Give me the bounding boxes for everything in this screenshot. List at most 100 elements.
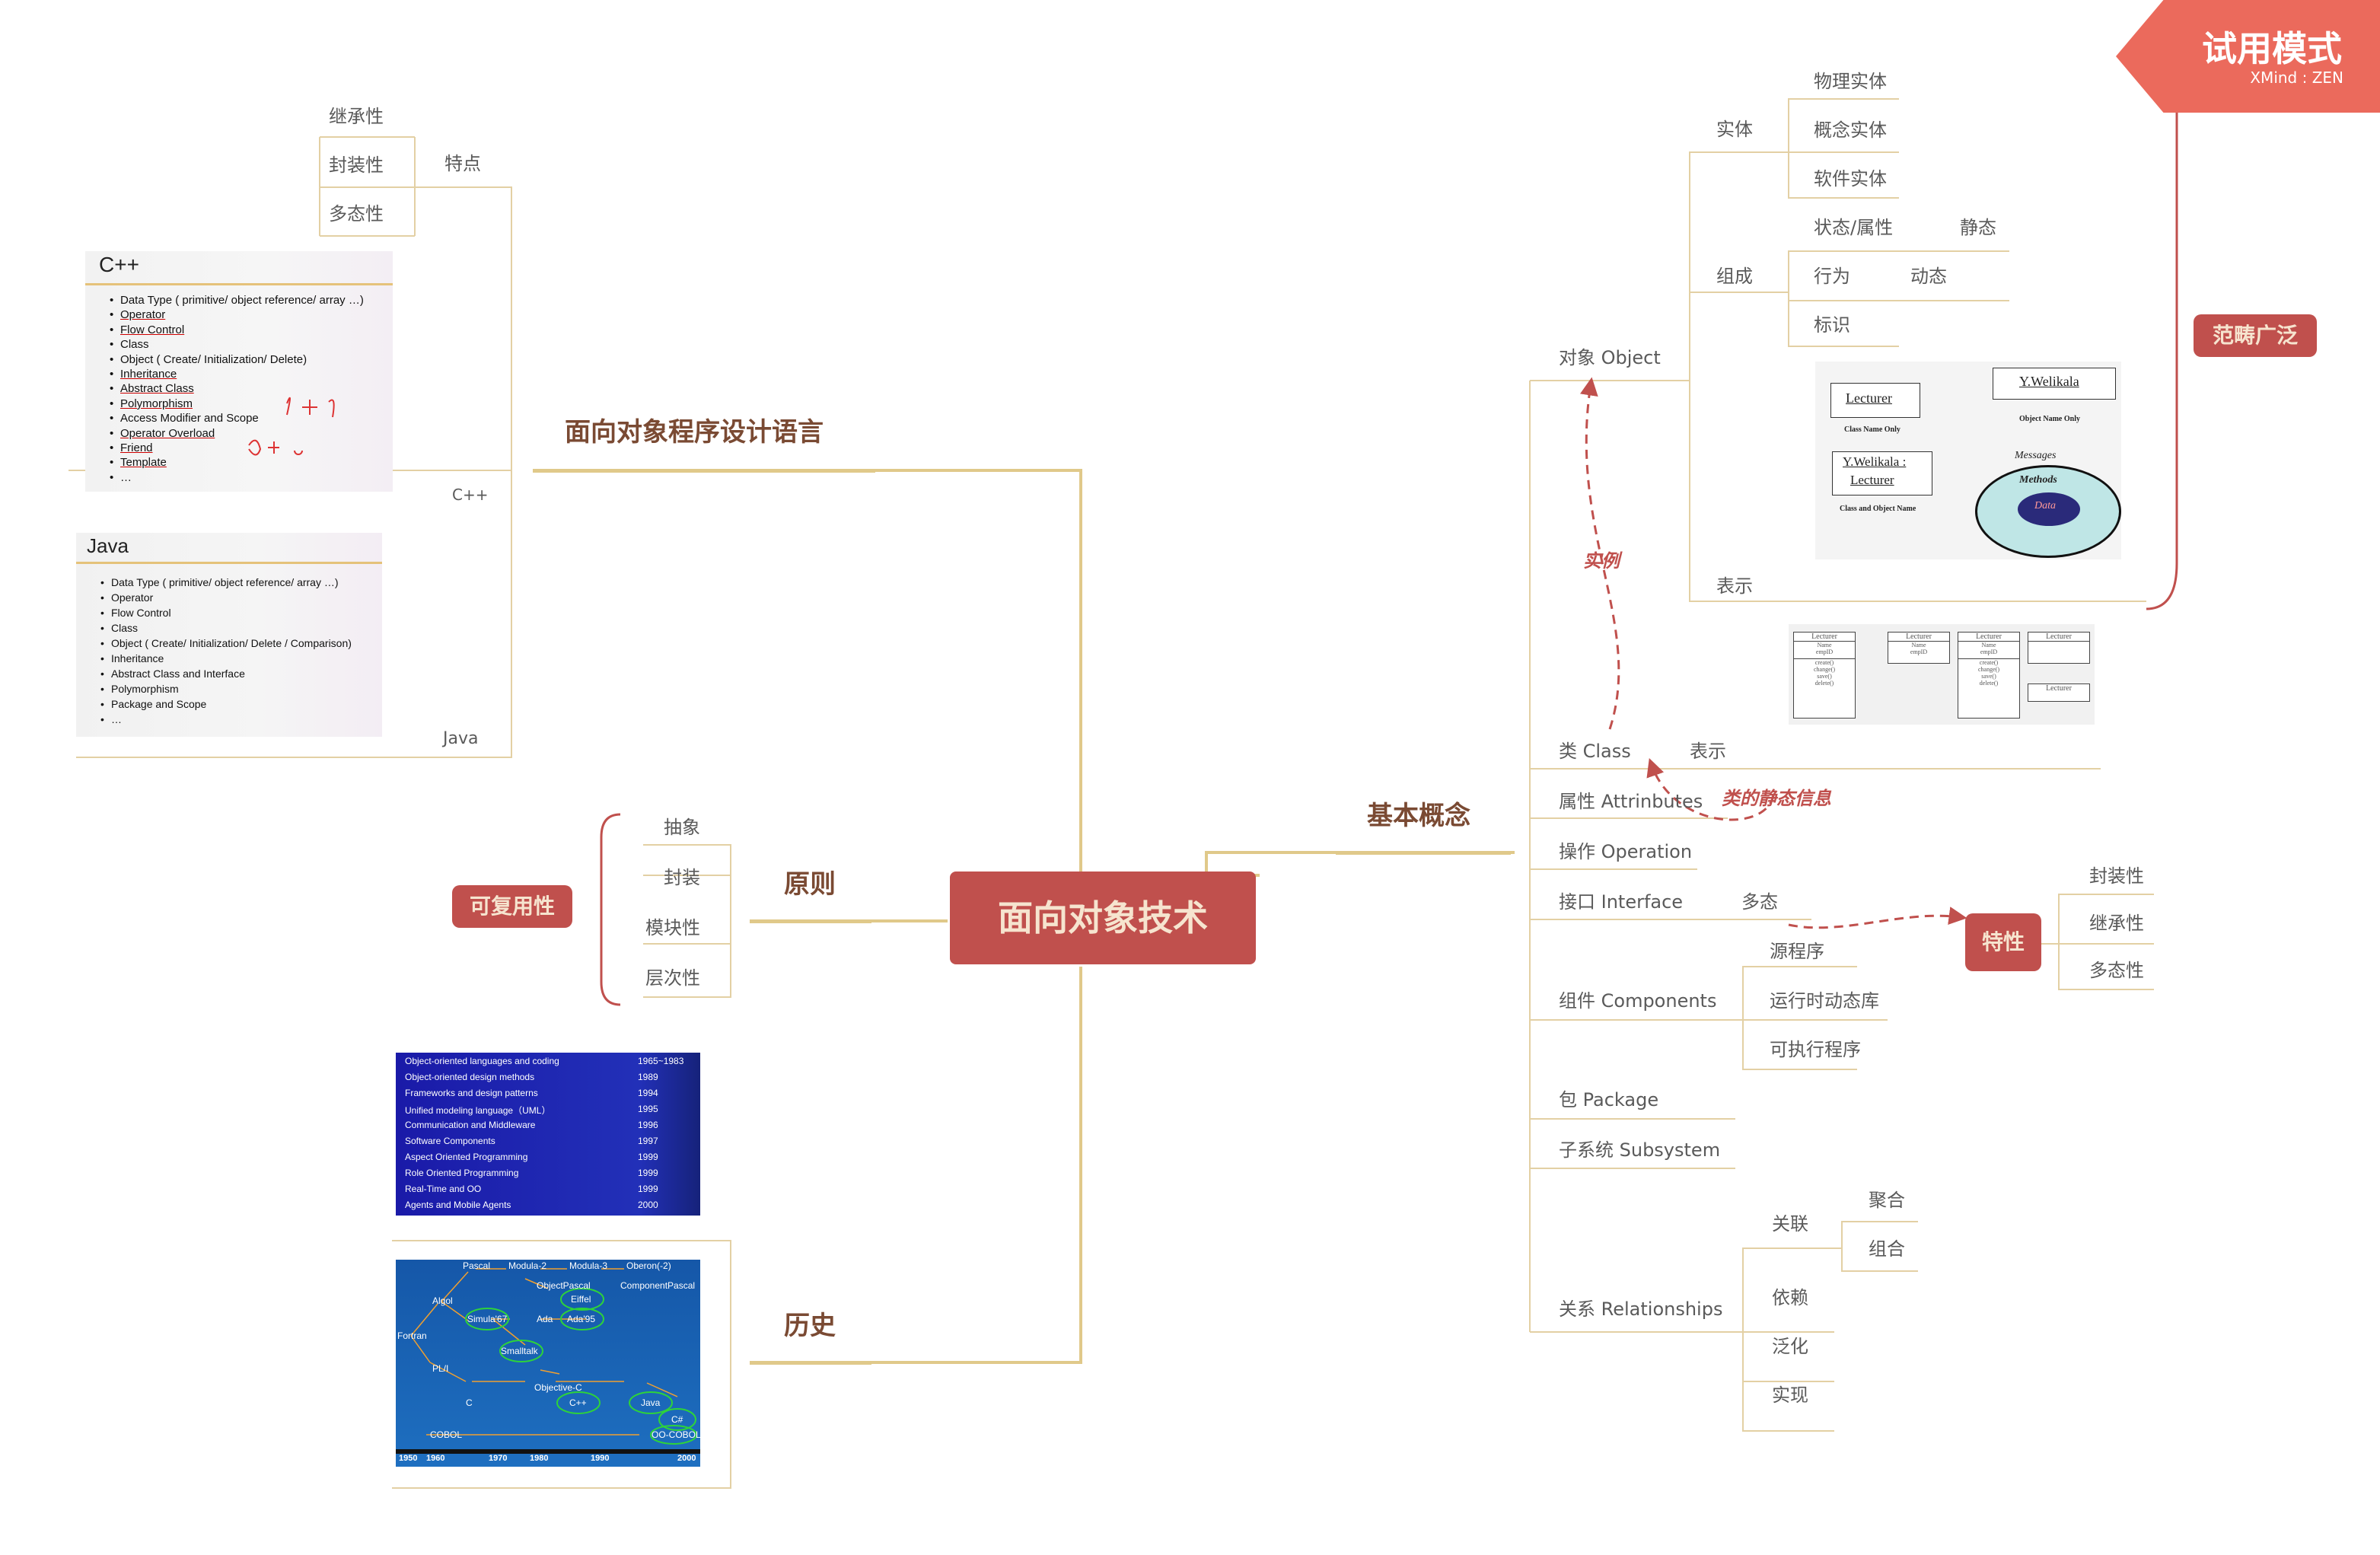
lang-node: Java <box>641 1397 661 1408</box>
timeline-row-label: Frameworks and design patterns <box>405 1088 538 1098</box>
reusability-tag[interactable]: 可复用性 <box>452 885 572 928</box>
composition-identity[interactable]: 标识 <box>1814 314 1850 336</box>
topic-principle[interactable]: 原则 <box>784 869 836 900</box>
uml-class-attr: Name <box>1981 642 1996 648</box>
uml-class-attr: empID <box>1980 648 1998 655</box>
relation-dependency[interactable]: 依赖 <box>1772 1287 1808 1308</box>
composition-behavior-note[interactable]: 动态 <box>1910 266 1947 287</box>
trait-encapsulation[interactable]: 封装性 <box>2089 865 2144 887</box>
component-executable[interactable]: 可执行程序 <box>1770 1039 1861 1060</box>
uml-data-label: Data <box>2034 500 2056 511</box>
timeline-row-label: Aspect Oriented Programming <box>405 1152 528 1162</box>
list-item: Package and Scope <box>100 696 352 712</box>
uml-box3-text-a: Y.Welikala : <box>1843 454 1907 469</box>
java-slide-title: Java <box>87 534 129 557</box>
timeline-row-label: Software Components <box>405 1136 495 1146</box>
relation-composition[interactable]: 组合 <box>1869 1238 1905 1260</box>
year-tick: 1980 <box>530 1454 548 1463</box>
timeline-row-year: 1999 <box>638 1168 658 1178</box>
instance-relation-label[interactable]: 实例 <box>1583 550 1620 572</box>
composition-state[interactable]: 状态/属性 <box>1814 217 1894 238</box>
lang-node: C <box>466 1397 473 1408</box>
java-slide-image[interactable]: Java Data Type ( primitive/ object refer… <box>76 533 382 737</box>
feature-polymorphism[interactable]: 多态性 <box>329 203 384 225</box>
topic-subsystem[interactable]: 子系统 Subsystem <box>1559 1139 1721 1161</box>
uml-class-op: delete() <box>1814 680 1834 687</box>
principle-modularity[interactable]: 模块性 <box>645 917 700 938</box>
uml-class-op: create() <box>1979 659 1999 666</box>
timeline-row-year: 1965~1983 <box>638 1056 684 1066</box>
static-info-relation-label[interactable]: 类的静态信息 <box>1722 788 1831 809</box>
uml-caption2: Object Name Only <box>2019 415 2080 423</box>
traits-tag[interactable]: 特性 <box>1965 913 2041 971</box>
feature-inheritance[interactable]: 继承性 <box>329 106 384 127</box>
class-representation[interactable]: 表示 <box>1690 741 1726 762</box>
topic-composition[interactable]: 组成 <box>1716 266 1753 287</box>
relation-association[interactable]: 关联 <box>1772 1213 1808 1235</box>
topic-operation[interactable]: 操作 Operation <box>1559 841 1693 862</box>
trait-polymorphism[interactable]: 多态性 <box>2089 960 2144 981</box>
lang-node: Oberon(-2) <box>626 1260 671 1271</box>
list-item: Operator <box>110 307 364 323</box>
list-item: Friend <box>110 441 364 456</box>
topic-history[interactable]: 历史 <box>784 1311 836 1341</box>
broad-scope-tag[interactable]: 范畴广泛 <box>2194 314 2317 357</box>
list-item: … <box>110 470 364 486</box>
cpp-slide-image[interactable]: C++ Data Type ( primitive/ object refere… <box>85 251 393 492</box>
topic-package[interactable]: 包 Package <box>1559 1089 1659 1110</box>
relation-generalization[interactable]: 泛化 <box>1772 1336 1808 1357</box>
list-item: Flow Control <box>110 323 364 338</box>
component-source[interactable]: 源程序 <box>1770 941 1824 962</box>
interface-polymorphism[interactable]: 多态 <box>1741 891 1778 913</box>
topic-attributes[interactable]: 属性 Attrinbutes <box>1559 791 1703 812</box>
topic-components[interactable]: 组件 Components <box>1559 990 1717 1012</box>
composition-state-note[interactable]: 静态 <box>1960 217 1996 238</box>
topic-class[interactable]: 类 Class <box>1559 741 1631 762</box>
cpp-slide-title: C++ <box>99 253 139 276</box>
lang-node: ComponentPascal <box>620 1280 695 1291</box>
list-item: Object ( Create/ Initialization/ Delete) <box>110 352 364 368</box>
list-item: Operator <box>100 590 352 605</box>
topic-features[interactable]: 特点 <box>444 153 481 174</box>
entity-conceptual[interactable]: 概念实体 <box>1814 119 1887 141</box>
language-genealogy-image[interactable]: Pascal Modula-2 Modula-3 Oberon(-2) Obje… <box>396 1260 700 1467</box>
topic-interface[interactable]: 接口 Interface <box>1559 891 1684 913</box>
composition-behavior[interactable]: 行为 <box>1814 266 1850 287</box>
list-item: Inheritance <box>100 651 352 666</box>
trait-inheritance[interactable]: 继承性 <box>2089 913 2144 934</box>
timeline-row-year: 1999 <box>638 1184 658 1194</box>
central-topic-title: 面向对象技术 <box>998 897 1208 938</box>
lang-node: Objective-C <box>534 1382 582 1393</box>
component-runtime-lib[interactable]: 运行时动态库 <box>1770 990 1879 1012</box>
entity-software[interactable]: 软件实体 <box>1814 168 1887 190</box>
topic-relationships[interactable]: 关系 Relationships <box>1559 1298 1723 1320</box>
central-topic[interactable]: 面向对象技术 <box>950 872 1256 964</box>
object-representation[interactable]: 表示 <box>1716 575 1753 597</box>
relation-realization[interactable]: 实现 <box>1772 1385 1808 1406</box>
topic-oo-language[interactable]: 面向对象程序设计语言 <box>565 417 824 448</box>
relation-aggregation[interactable]: 聚合 <box>1869 1190 1905 1211</box>
principle-abstraction[interactable]: 抽象 <box>664 817 700 838</box>
lang-node: Smalltalk <box>501 1346 539 1356</box>
uml-class-attr: Name <box>1817 642 1832 648</box>
feature-encapsulation[interactable]: 封装性 <box>329 155 384 176</box>
lang-node: Fortran <box>397 1330 427 1341</box>
entity-physical[interactable]: 物理实体 <box>1814 71 1887 92</box>
uml-object-notation-image[interactable]: Lecturer Class Name Only Y.Welikala Obje… <box>1815 362 2121 559</box>
topic-entity[interactable]: 实体 <box>1716 119 1753 140</box>
lang-node: Ada'95 <box>567 1314 595 1324</box>
topic-object[interactable]: 对象 Object <box>1559 347 1661 368</box>
principle-encapsulation[interactable]: 封装 <box>664 867 700 888</box>
principle-hierarchy[interactable]: 层次性 <box>645 967 700 989</box>
list-item: Template <box>110 455 364 470</box>
lang-underline <box>533 469 875 473</box>
uml-class-header: Lecturer <box>2046 684 2072 693</box>
lang-node: C# <box>671 1414 683 1425</box>
topic-basic-concept[interactable]: 基本概念 <box>1367 801 1470 831</box>
list-item: Abstract Class <box>110 381 364 397</box>
